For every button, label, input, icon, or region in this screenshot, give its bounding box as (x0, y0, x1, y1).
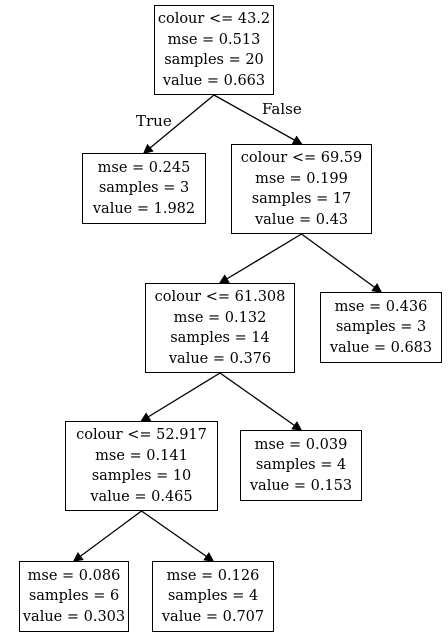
tree-edge-n5-n8 (141, 510, 215, 562)
tree-edge-n3-n5 (140, 372, 221, 422)
node-line: mse = 0.039 (254, 436, 348, 453)
tree-node-n0: colour <= 43.2 mse = 0.513 samples = 20 val… (154, 5, 274, 95)
node-line: value = 0.43 (254, 211, 349, 228)
node-line: mse = 0.132 (173, 309, 267, 326)
node-line: mse = 0.513 (167, 31, 261, 48)
tree-node-n2: colour <= 69.59 mse = 0.199 samples = 17 va… (231, 144, 372, 234)
node-line: samples = 10 (91, 468, 192, 484)
node-line: value = 0.303 (22, 608, 126, 625)
node-line: colour <= 52.917 (76, 427, 207, 443)
tree-edge-n0-n2 (213, 94, 303, 145)
edge-label-false: False (262, 100, 302, 118)
tree-node-n3: colour <= 61.308 mse = 0.132 samples = 14 v… (145, 283, 295, 373)
node-line: mse = 0.436 (334, 298, 428, 315)
node-line: mse = 0.199 (255, 170, 348, 187)
node-line: value = 0.376 (168, 350, 272, 367)
tree-edge-n2-n3 (218, 233, 302, 284)
node-line: samples = 3 (98, 180, 190, 197)
node-line: mse = 0.245 (97, 159, 191, 176)
node-line: samples = 6 (28, 588, 120, 605)
node-line: value = 0.683 (329, 339, 433, 356)
node-line: mse = 0.126 (166, 567, 260, 584)
node-line: samples = 20 (164, 52, 264, 68)
tree-node-n6: mse = 0.039 samples = 4 value = 0.153 (240, 430, 362, 501)
node-line: mse = 0.086 (27, 567, 121, 584)
node-line: samples = 4 (167, 588, 259, 605)
node-line: value = 0.465 (90, 488, 193, 505)
node-line: value = 0.663 (162, 72, 266, 89)
node-line: colour <= 69.59 (240, 150, 363, 166)
tree-edge-n5-n7 (72, 510, 142, 562)
tree-node-n5: colour <= 52.917 mse = 0.141 samples = 10 v… (65, 421, 218, 511)
node-line: colour <= 43.2 (157, 11, 271, 27)
node-line: colour <= 61.308 (154, 289, 286, 305)
node-line: value = 0.707 (161, 608, 265, 625)
node-line: samples = 14 (170, 330, 270, 346)
node-line: samples = 4 (255, 457, 347, 474)
tree-node-n4: mse = 0.436 samples = 3 value = 0.683 (320, 292, 442, 363)
tree-edge-n3-n6 (219, 372, 303, 431)
tree-edge-n0-n1 (142, 94, 215, 154)
node-line: value = 0.153 (249, 477, 353, 494)
node-line: value = 1.982 (92, 200, 196, 217)
node-line: samples = 17 (251, 191, 352, 207)
tree-node-n1: mse = 0.245 samples = 3 value = 1.982 (82, 153, 206, 224)
edge-label-true: True (136, 112, 172, 130)
node-line: samples = 3 (335, 319, 427, 336)
tree-node-n8: mse = 0.126 samples = 4 value = 0.707 (152, 561, 274, 632)
tree-node-n7: mse = 0.086 samples = 6 value = 0.303 (19, 561, 129, 632)
tree-edge-n2-n4 (301, 233, 383, 293)
node-line: mse = 0.141 (95, 447, 188, 464)
